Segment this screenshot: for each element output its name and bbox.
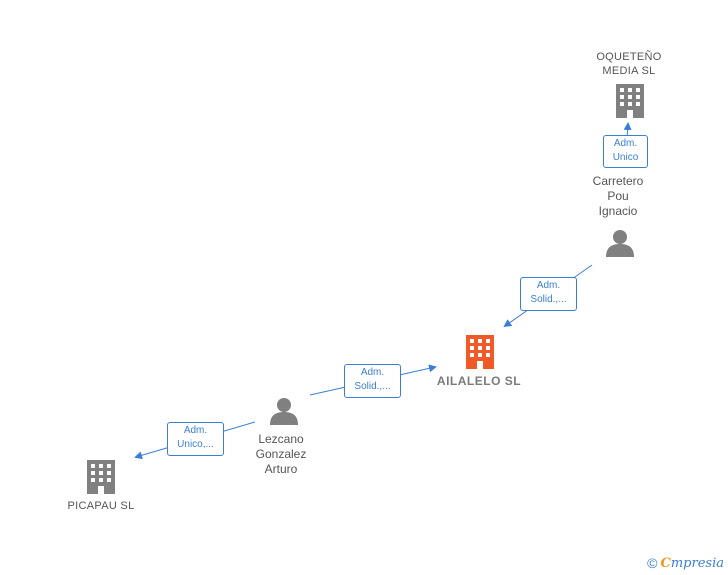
- edge-label-carretero-oqueteno[interactable]: Adm. Unico: [603, 135, 648, 168]
- node-label-picapau[interactable]: PICAPAU SL: [67, 500, 135, 512]
- person-icon: [270, 398, 298, 425]
- node-label-lezcano[interactable]: Lezcano Gonzalez Arturo: [255, 432, 307, 476]
- brand-name: mpresia: [670, 556, 724, 571]
- node-label-ailalelo[interactable]: AILALELO SL: [436, 374, 522, 388]
- node-label-oqueteno[interactable]: OQUETEÑO MEDIA SL: [596, 51, 662, 77]
- node-label-carretero[interactable]: Carretero Pou Ignacio: [592, 174, 644, 218]
- person-icon: [606, 230, 634, 257]
- brand-logo: © Cmpresia: [647, 555, 724, 571]
- edge-label-lezcano-picapau[interactable]: Adm. Unico,...: [167, 422, 224, 456]
- building-icon: [466, 335, 494, 369]
- brand-e: C: [660, 556, 671, 571]
- edge-label-lezcano-ailalelo[interactable]: Adm. Solid.,...: [344, 364, 401, 398]
- building-icon: [87, 460, 115, 494]
- edge-label-carretero-ailalelo[interactable]: Adm. Solid.,...: [520, 277, 577, 311]
- building-icon: [616, 84, 644, 118]
- copyright-symbol: ©: [647, 555, 658, 571]
